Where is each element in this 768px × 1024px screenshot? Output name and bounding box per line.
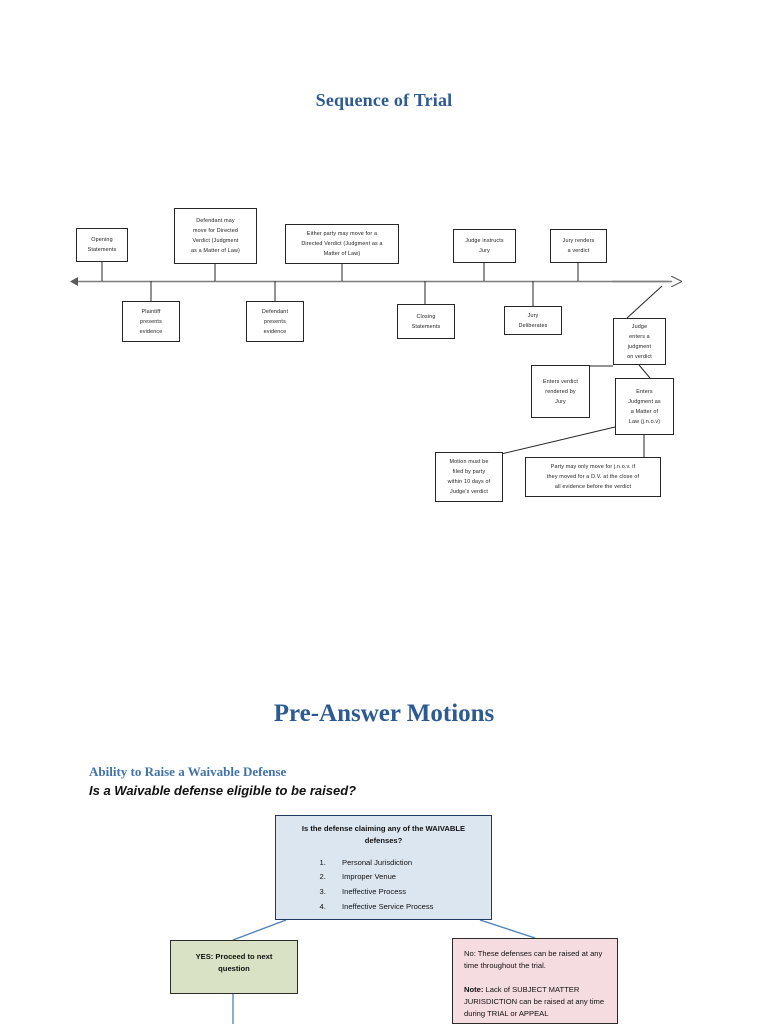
flow-box-jury-deliberates[interactable]: Jury Deliberates (504, 306, 562, 335)
no-branch-paragraph-2: Note: Lack of SUBJECT MATTER JURISDICTIO… (464, 984, 606, 1021)
section-title-pre-answer-motions: Pre-Answer Motions (273, 700, 495, 727)
yes-branch-text: YES: Proceed to next question (195, 952, 273, 974)
decision-question: Is the defense claiming any of the WAIVA… (301, 824, 466, 846)
outcome-box-yes-proceed[interactable]: YES: Proceed to next question (170, 940, 298, 994)
waivable-defense-item: Ineffective Service Process (328, 901, 481, 913)
flow-box-judge-enters-judgment-on-verdict[interactable]: Judge enters a judgment on verdict (613, 318, 666, 365)
flow-box-defendant-directed-verdict[interactable]: Defendant may move for Directed Verdict … (174, 208, 257, 264)
flow-box-plaintiff-presents-evidence[interactable]: Plaintiff presents evidence (122, 301, 180, 342)
waivable-defense-item: Ineffective Process (328, 886, 481, 898)
subheading-ability-to-raise-waivable-defense: Ability to Raise a Waivable Defense (89, 764, 287, 779)
subquestion-waivable-defense-eligible: Is a Waivable defense eligible to be rai… (89, 783, 357, 798)
waivable-defense-item: Personal Jurisdiction (328, 857, 481, 869)
flow-box-closing-statements[interactable]: Closing Statements (397, 304, 455, 339)
flow-box-judge-instructs-jury[interactable]: Judge instructs Jury (453, 229, 516, 263)
waivable-defenses-list: Personal Jurisdiction Improper Venue Ine… (286, 857, 481, 914)
flow-box-jury-renders-verdict[interactable]: Jury renders a verdict (550, 229, 607, 263)
no-branch-paragraph-1: No: These defenses can be raised at any … (464, 949, 603, 971)
outcome-box-no-raised-anytime[interactable]: No: These defenses can be raised at any … (452, 938, 618, 1024)
decision-box-waivable-defenses[interactable]: Is the defense claiming any of the WAIVA… (275, 815, 492, 920)
flow-box-jnov-precondition[interactable]: Party may only move for j.n.o.v. if they… (525, 457, 661, 497)
waivable-defense-item: Improper Venue (328, 871, 481, 883)
flow-box-enters-verdict-rendered-by-jury[interactable]: Enters verdict rendered by Jury (531, 365, 590, 418)
flow-box-opening-statements[interactable]: Opening Statements (76, 228, 128, 262)
flow-box-enters-jnov[interactable]: Enters Judgment as a Matter of Law (j.n.… (615, 378, 674, 435)
no-branch-note-text: Lack of SUBJECT MATTER JURISDICTION can … (464, 984, 605, 1019)
section-title-sequence-of-trial: Sequence of Trial (315, 90, 453, 110)
flow-box-motion-deadline[interactable]: Motion must be filed by party within 10 … (435, 452, 503, 502)
no-branch-note-label: Note: (464, 984, 484, 994)
flow-box-either-party-directed-verdict[interactable]: Either party may move for a Directed Ver… (285, 224, 399, 264)
flow-box-defendant-presents-evidence[interactable]: Defendant presents evidence (246, 301, 304, 342)
